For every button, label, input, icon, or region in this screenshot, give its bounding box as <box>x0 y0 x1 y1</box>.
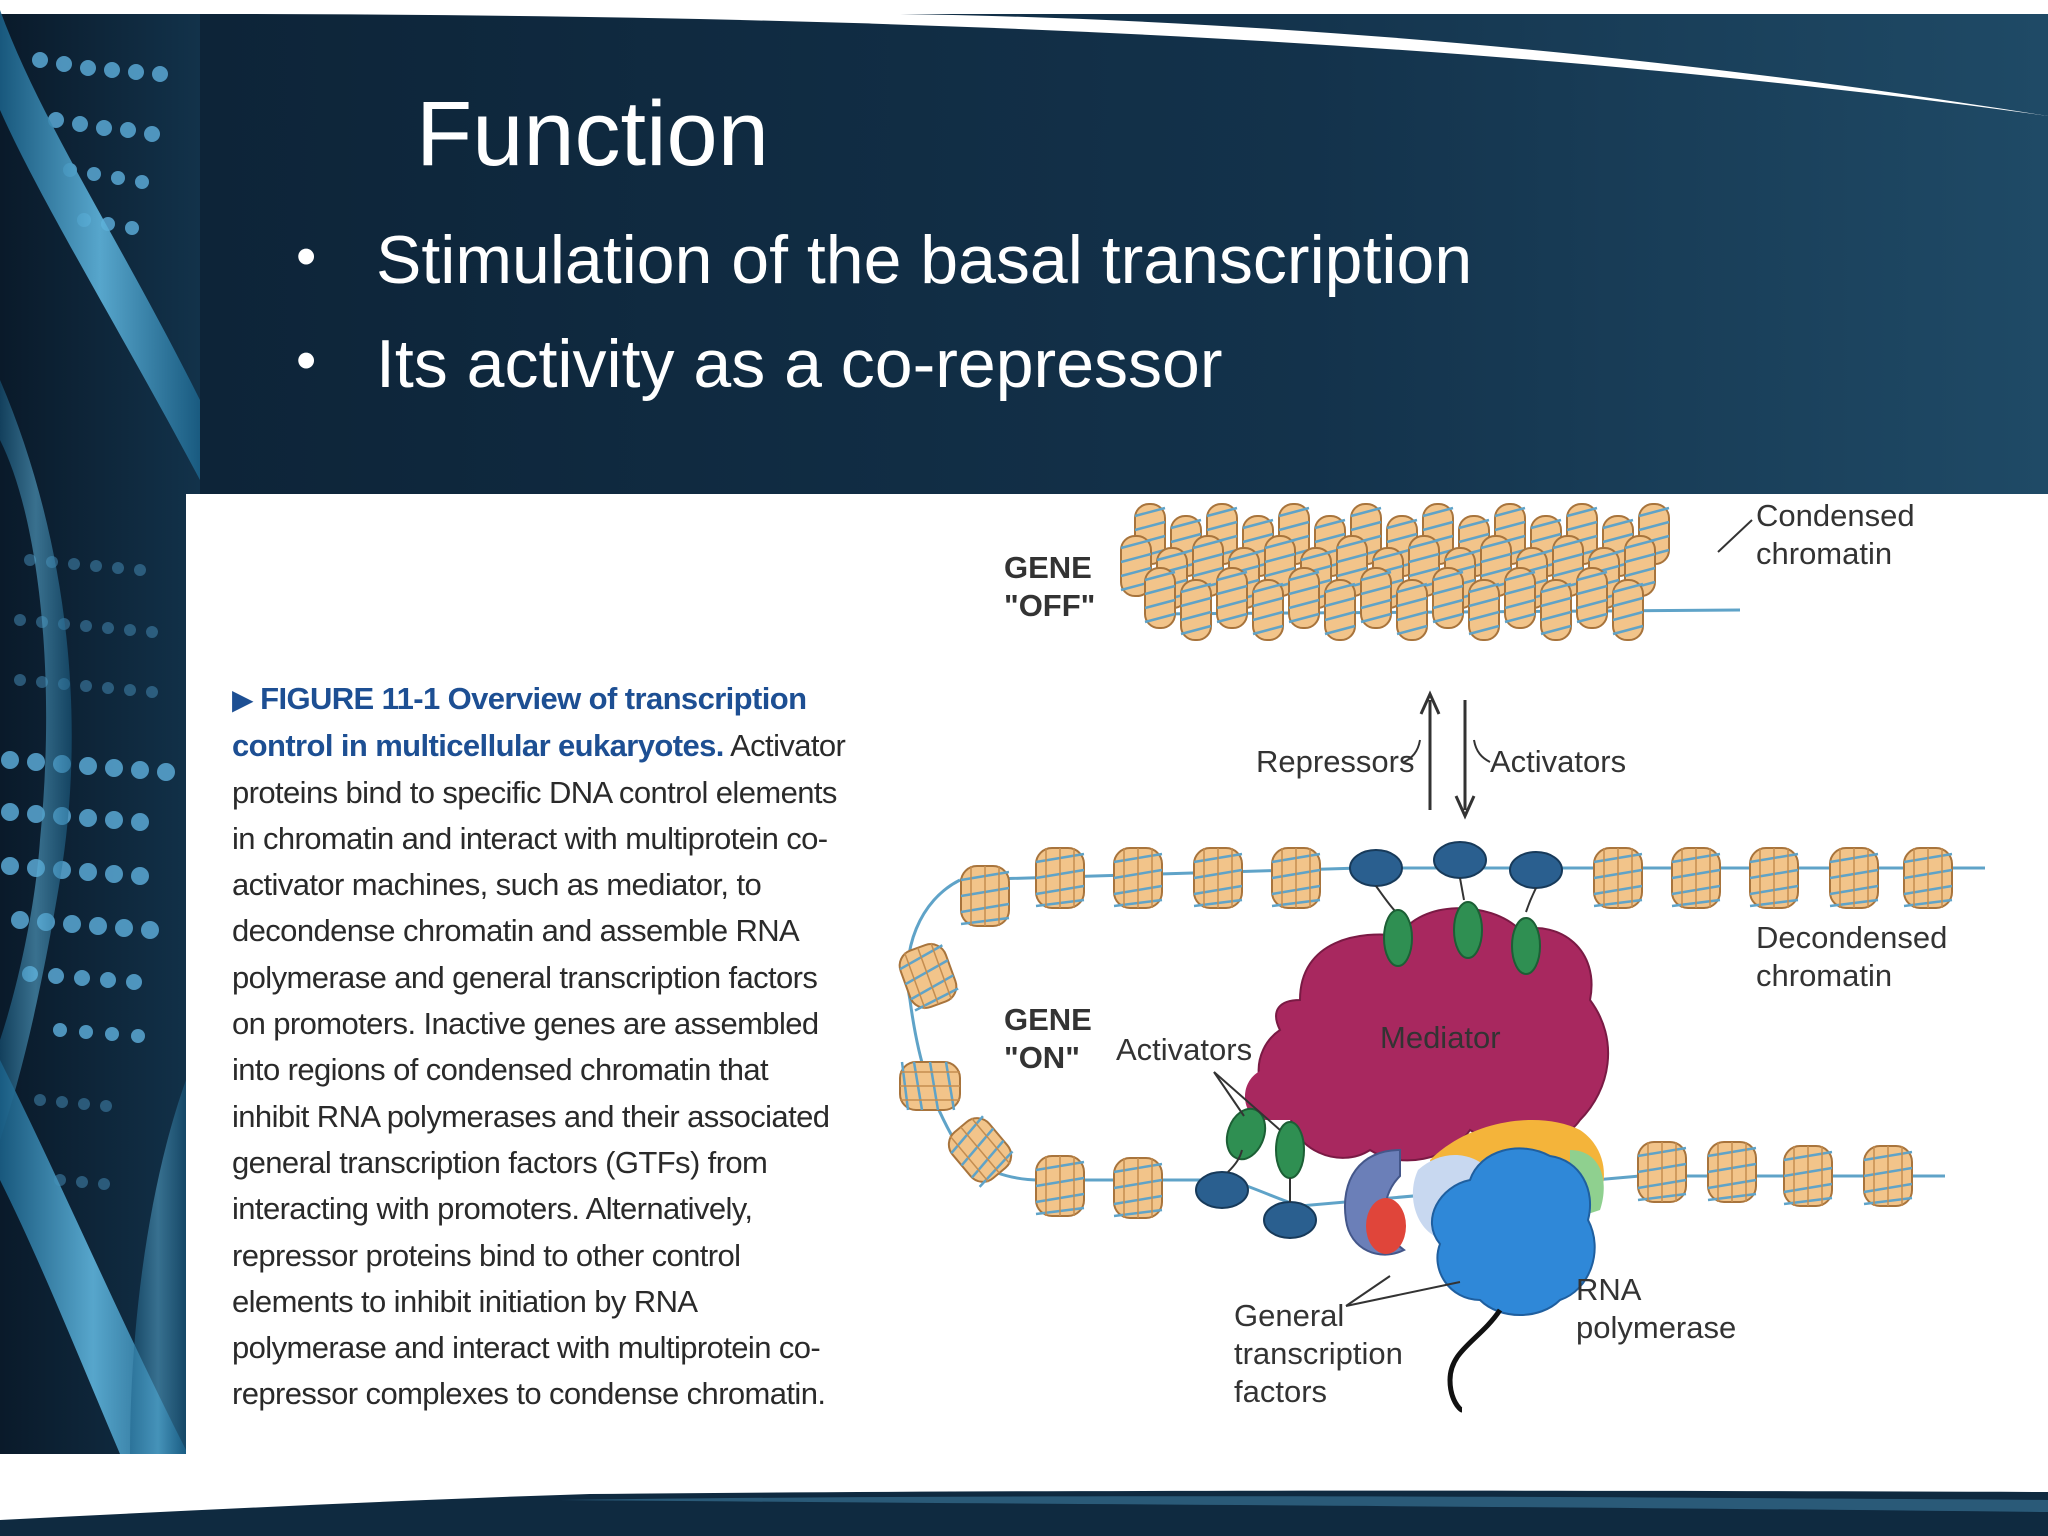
caption-body: Activator proteins bind to specific DNA … <box>232 728 846 1412</box>
dna-helix-decoration <box>0 10 200 1454</box>
figure-number: FIGURE 11-1 <box>260 681 440 716</box>
figure-panel <box>186 494 2048 1454</box>
activators-label: Activators <box>1490 744 1626 779</box>
condensed-chromatin <box>1119 502 1741 642</box>
condensed-nucleosome <box>1431 566 1465 630</box>
condensed-nucleosome <box>1287 566 1321 630</box>
condensed-chromatin-label: chromatin <box>1756 536 1892 571</box>
condensed-nucleosome <box>1503 566 1537 630</box>
rna-polymerase-label: polymerase <box>1576 1310 1736 1345</box>
condensed-nucleosome <box>1215 566 1249 630</box>
repressor-activator-arrows <box>1403 690 1491 820</box>
condensed-chromatin-label: Condensed <box>1756 498 1915 533</box>
decondensed-chromatin-label: Decondensed <box>1756 920 1947 955</box>
activators-top <box>1349 841 1563 975</box>
repressors-label: Repressors <box>1256 744 1415 779</box>
gtf-label: General <box>1234 1298 1344 1333</box>
rna-polymerase-label: RNA <box>1576 1272 1642 1307</box>
caption-triangle-icon: ▶ <box>232 684 261 715</box>
bullet-dot: • <box>296 328 317 393</box>
condensed-nucleosome <box>1395 578 1429 642</box>
condensed-nucleosome <box>1359 566 1393 630</box>
activators-bottom <box>1195 1107 1317 1239</box>
gtf-label: factors <box>1234 1374 1327 1409</box>
condensed-nucleosome <box>1611 578 1645 642</box>
condensed-nucleosome <box>1467 578 1501 642</box>
slide-title: Function <box>416 83 769 185</box>
bullet-text: Its activity as a co-repressor <box>376 326 1223 402</box>
caption-heading: Overview of transcription control in mul… <box>232 681 807 764</box>
condensed-nucleosome <box>1251 578 1285 642</box>
bullet-item: •Stimulation of the basal transcription <box>290 226 1472 330</box>
bullet-dot: • <box>296 224 317 289</box>
mediator-label: Mediator <box>1380 1020 1501 1055</box>
gene-on-label: "ON" <box>1004 1040 1080 1075</box>
condensed-nucleosome <box>1575 566 1609 630</box>
condensed-nucleosome <box>1143 566 1177 630</box>
gene-off-label: "OFF" <box>1004 588 1095 623</box>
label-pointers <box>1213 519 1753 1307</box>
gene-on-label: GENE <box>1004 1002 1092 1037</box>
gtf-label: transcription <box>1234 1336 1403 1371</box>
bullet-text: Stimulation of the basal transcription <box>376 222 1473 298</box>
decondensed-chromatin-label: chromatin <box>1756 958 1892 993</box>
condensed-nucleosome <box>1539 578 1573 642</box>
figure-caption: ▶ FIGURE 11-1 Overview of transcription … <box>232 676 852 1418</box>
gene-off-label: GENE <box>1004 550 1092 585</box>
condensed-nucleosome <box>1179 578 1213 642</box>
activators-label: Activators <box>1116 1032 1252 1067</box>
condensed-nucleosome <box>1323 578 1357 642</box>
rna-polymerase <box>1430 1147 1596 1413</box>
bullet-list: •Stimulation of the basal transcription … <box>290 226 1472 434</box>
bullet-item: •Its activity as a co-repressor <box>290 330 1472 434</box>
